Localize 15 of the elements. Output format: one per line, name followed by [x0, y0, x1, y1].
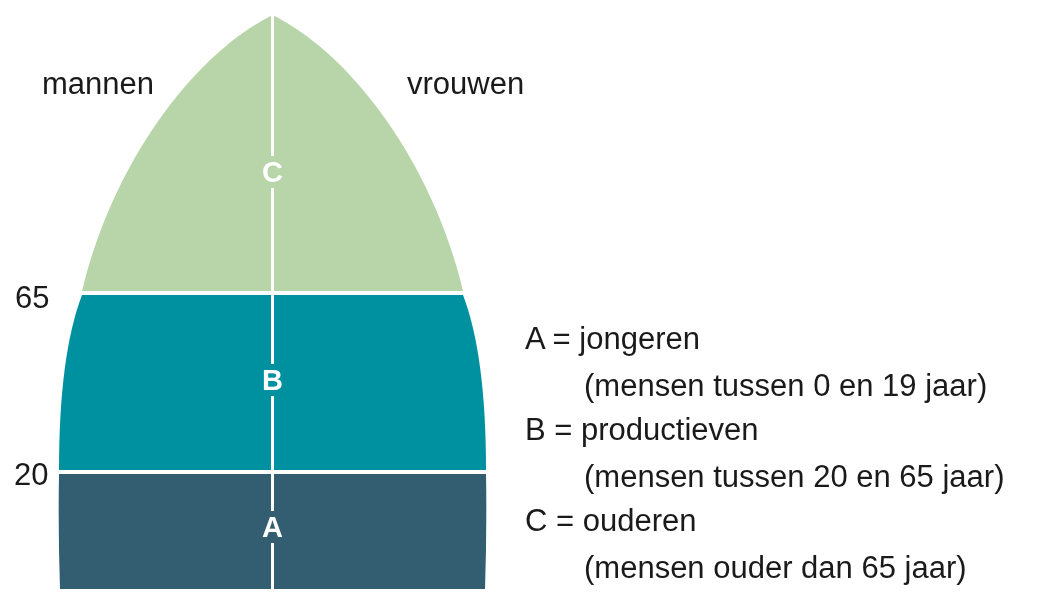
band-letter: C	[262, 157, 283, 187]
age-band	[59, 295, 486, 470]
legend-text: (mensen tussen 20 en 65 jaar)	[584, 461, 1005, 492]
age-tick-label: 65	[15, 282, 50, 313]
sex-label: vrouwen	[407, 68, 525, 99]
age-band	[58, 474, 487, 589]
legend-text: C = ouderen	[525, 505, 697, 536]
age-tick-label: 20	[14, 459, 49, 490]
legend-text: B = productieven	[525, 414, 759, 445]
legend-text: A = jongeren	[525, 323, 700, 354]
legend-text: (mensen ouder dan 65 jaar)	[584, 552, 967, 583]
band-letter: B	[262, 365, 283, 395]
band-letter: A	[262, 512, 283, 542]
legend-text: (mensen tussen 0 en 19 jaar)	[584, 370, 988, 401]
sex-label: mannen	[42, 68, 155, 99]
